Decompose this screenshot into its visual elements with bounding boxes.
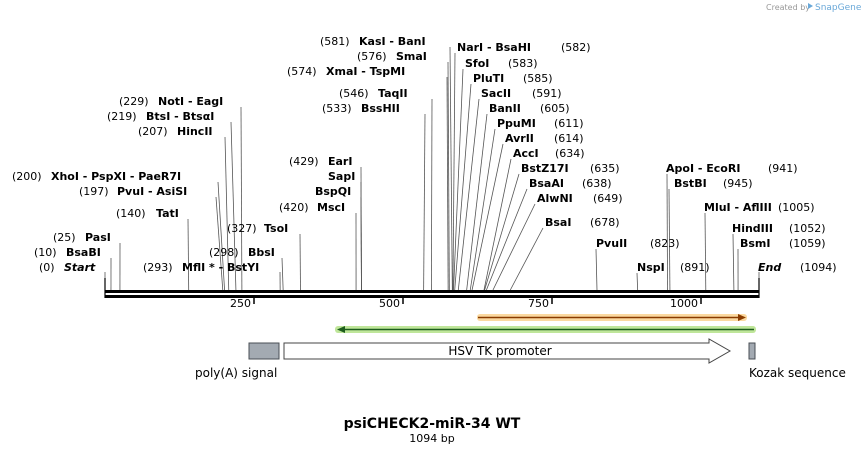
ruler-label-250: 250 bbox=[230, 297, 251, 310]
feature-label-polya: poly(A) signal bbox=[195, 366, 277, 380]
site-lines bbox=[104, 46, 760, 291]
site-label[interactable]: PvuII(823) bbox=[596, 237, 680, 250]
site-label[interactable]: BsaI(678) bbox=[545, 216, 620, 229]
site-label[interactable]: BstBI(945) bbox=[674, 177, 753, 190]
site-label[interactable]: SacII(591) bbox=[481, 87, 562, 100]
site-connector-line bbox=[240, 106, 243, 291]
site-connector-line bbox=[595, 248, 598, 291]
ruler: 250 500 750 1000 bbox=[230, 297, 702, 310]
site-label[interactable]: (200)XhoI - PspXI - PaeR7I bbox=[12, 170, 181, 183]
site-connector-line bbox=[217, 181, 225, 291]
feature-polya-signal[interactable]: poly(A) signal bbox=[195, 342, 280, 380]
site-connector-line bbox=[446, 76, 449, 291]
site-label[interactable]: (219)BtsI - BtsαI bbox=[107, 110, 214, 123]
site-label[interactable]: (10)BsaBI bbox=[34, 246, 101, 259]
site-label[interactable]: (420)MscI bbox=[279, 201, 345, 214]
site-label[interactable]: (533)BssHII bbox=[322, 102, 400, 115]
site-label[interactable]: ApoI - EcoRI(941) bbox=[666, 162, 798, 175]
site-connector-line bbox=[215, 196, 224, 291]
site-label[interactable]: SapI bbox=[328, 170, 355, 183]
site-labels: (0)Start (10)BsaBI (25)PasI (140)TatI (1… bbox=[12, 35, 837, 274]
credit-text: Created by bbox=[766, 3, 810, 12]
ruler-label-750: 750 bbox=[528, 297, 549, 310]
site-connector-line bbox=[484, 173, 520, 291]
credit-brand: SnapGene bbox=[815, 3, 862, 13]
site-connector-line bbox=[469, 128, 496, 291]
feature-label-kozak: Kozak sequence bbox=[749, 366, 846, 380]
site-label[interactable]: (207)HincII bbox=[138, 125, 213, 138]
site-label[interactable]: AlwNI(649) bbox=[537, 192, 623, 205]
site-label[interactable]: BstZ17I(635) bbox=[521, 162, 620, 175]
feature-label-hsv-tk: HSV TK promoter bbox=[448, 344, 551, 358]
site-connector-line bbox=[454, 83, 472, 291]
site-label[interactable]: MluI - AflIII(1005) bbox=[704, 201, 815, 214]
feature-hsv-tk-promoter[interactable]: HSV TK promoter bbox=[283, 338, 732, 364]
site-label[interactable]: (293)MflI * - BstYI bbox=[143, 261, 259, 274]
feature-kozak-sequence[interactable]: Kozak sequence bbox=[748, 342, 846, 380]
map-title: psiCHECK2-miR-34 WT bbox=[344, 416, 521, 432]
site-connector-line bbox=[449, 46, 453, 291]
site-label[interactable]: AccI(634) bbox=[513, 147, 585, 160]
primer-reverse[interactable] bbox=[335, 326, 756, 333]
site-connector-line bbox=[636, 272, 639, 291]
site-label[interactable]: PluTI(585) bbox=[473, 72, 553, 85]
site-connector-line bbox=[230, 121, 237, 291]
ruler-label-1000: 1000 bbox=[670, 297, 698, 310]
site-connector-line bbox=[668, 188, 671, 291]
site-connector-line bbox=[452, 52, 456, 291]
site-label[interactable]: BspQI bbox=[315, 185, 351, 198]
site-connector-line bbox=[666, 173, 668, 291]
site-connector-line bbox=[732, 233, 735, 291]
site-connector-line bbox=[704, 212, 707, 291]
site-label[interactable]: (581)KasI - BanI bbox=[320, 35, 426, 48]
site-label[interactable]: AvrII(614) bbox=[505, 132, 584, 145]
site-label[interactable]: (546)TaqII bbox=[339, 87, 408, 100]
site-connector-line bbox=[423, 113, 426, 291]
site-label[interactable]: (298)BbsI bbox=[209, 246, 275, 259]
site-connector-line bbox=[486, 188, 528, 291]
site-connector-line bbox=[471, 143, 504, 291]
site-connector-line bbox=[281, 257, 284, 291]
site-label[interactable]: (574)XmaI - TspMI bbox=[287, 65, 405, 78]
site-label[interactable]: BsaAI(638) bbox=[529, 177, 612, 190]
site-connector-line bbox=[457, 98, 480, 291]
site-label[interactable]: NarI - BsaHI(582) bbox=[457, 41, 591, 54]
site-connector-line bbox=[431, 98, 433, 291]
site-label[interactable]: (140)TatI bbox=[116, 207, 179, 220]
site-connector-line bbox=[492, 203, 536, 291]
site-label[interactable]: (25)PasI bbox=[53, 231, 111, 244]
site-label[interactable]: (327)TsoI bbox=[227, 222, 288, 235]
site-label[interactable]: PpuMI(611) bbox=[497, 117, 584, 130]
site-label[interactable]: (429)EarI bbox=[289, 155, 352, 168]
site-label[interactable]: BsmI(1059) bbox=[740, 237, 826, 250]
site-label[interactable]: (229)NotI - EagI bbox=[119, 95, 223, 108]
site-connector-line bbox=[466, 113, 488, 291]
site-label[interactable]: (576)SmaI bbox=[357, 50, 427, 63]
site-label[interactable]: NspI(891) bbox=[637, 261, 710, 274]
primer-forward[interactable] bbox=[477, 314, 747, 321]
site-label[interactable]: SfoI(583) bbox=[465, 57, 538, 70]
site-connector-line bbox=[447, 61, 450, 291]
site-label[interactable]: (0)Start bbox=[39, 261, 96, 274]
map-length: 1094 bp bbox=[409, 432, 454, 445]
site-label[interactable]: HindIII(1052) bbox=[732, 222, 826, 235]
site-label[interactable]: BanII(605) bbox=[489, 102, 570, 115]
site-connector-line bbox=[483, 158, 512, 291]
site-connector-line bbox=[224, 136, 230, 291]
site-connector-line bbox=[509, 227, 544, 291]
ruler-label-500: 500 bbox=[379, 297, 400, 310]
site-connector-line bbox=[453, 68, 464, 291]
snapgene-logo-icon bbox=[808, 3, 813, 9]
sequence-backbone bbox=[104, 278, 760, 298]
site-connector-line bbox=[187, 218, 190, 291]
site-label[interactable]: End(1094) bbox=[758, 261, 837, 274]
site-label[interactable]: (197)PvuI - AsiSI bbox=[79, 185, 187, 198]
